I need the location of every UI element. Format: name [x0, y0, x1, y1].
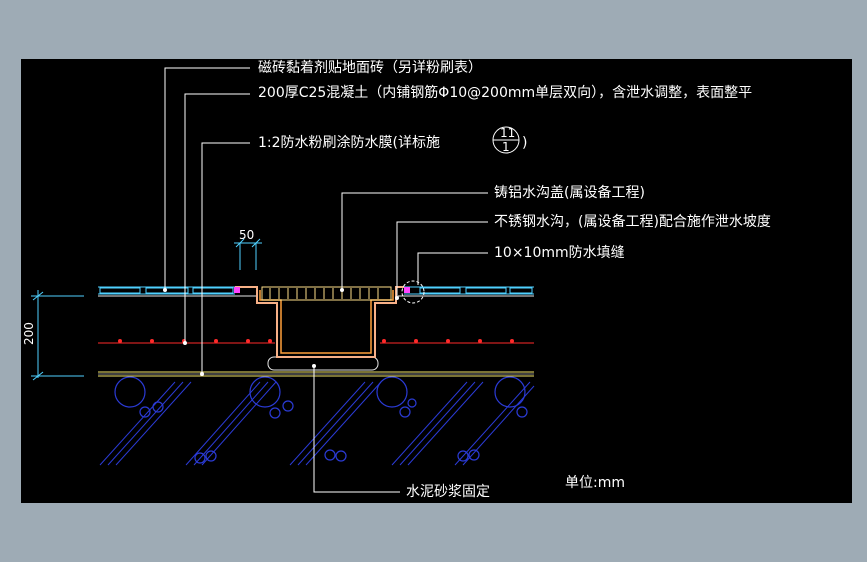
sealant-right — [404, 287, 410, 293]
detail-reference-bubble: 11 1 — [492, 126, 520, 154]
label-waterproof: 1:2防水粉刷涂防水膜(详标施 — [258, 135, 440, 151]
sealant-detail-circle — [401, 280, 425, 304]
label-grate: 铸铝水沟盖(属设备工程) — [494, 184, 645, 201]
unit-note: 单位:mm — [565, 475, 625, 491]
sealant-left — [234, 287, 240, 293]
gravel-circles — [114, 376, 528, 464]
reference-top: 11 — [500, 126, 515, 140]
reference-bottom: 1 — [502, 140, 510, 154]
trench-body — [235, 286, 404, 358]
label-concrete: 200厚C25混凝土（内铺钢筋Φ10@200mm单层双向），含泄水调整，表面整平 — [258, 84, 752, 101]
grate — [261, 286, 392, 301]
label-tile: 磁砖黏着剂贴地面砖（另详粉刷表） — [258, 60, 482, 76]
label-waterproof-close: ) — [522, 135, 527, 151]
leader-dots — [163, 288, 399, 376]
dimension-gap — [234, 238, 262, 270]
dimension-gap-label: 50 — [239, 228, 254, 242]
label-sealant: 10×10mm防水填缝 — [494, 245, 625, 261]
drawing-canvas — [21, 59, 852, 503]
waterproof-base — [98, 371, 534, 377]
tile-layer — [98, 286, 534, 295]
label-mortar: 水泥砂浆固定 — [406, 484, 490, 500]
soil-hatch — [99, 381, 535, 466]
dimension-thickness-label: 200 — [22, 322, 36, 345]
dimension-thickness — [31, 290, 84, 381]
label-trench: 不锈钢水沟，(属设备工程)配合施作泄水坡度 — [494, 213, 771, 230]
leader-lines — [164, 67, 488, 493]
